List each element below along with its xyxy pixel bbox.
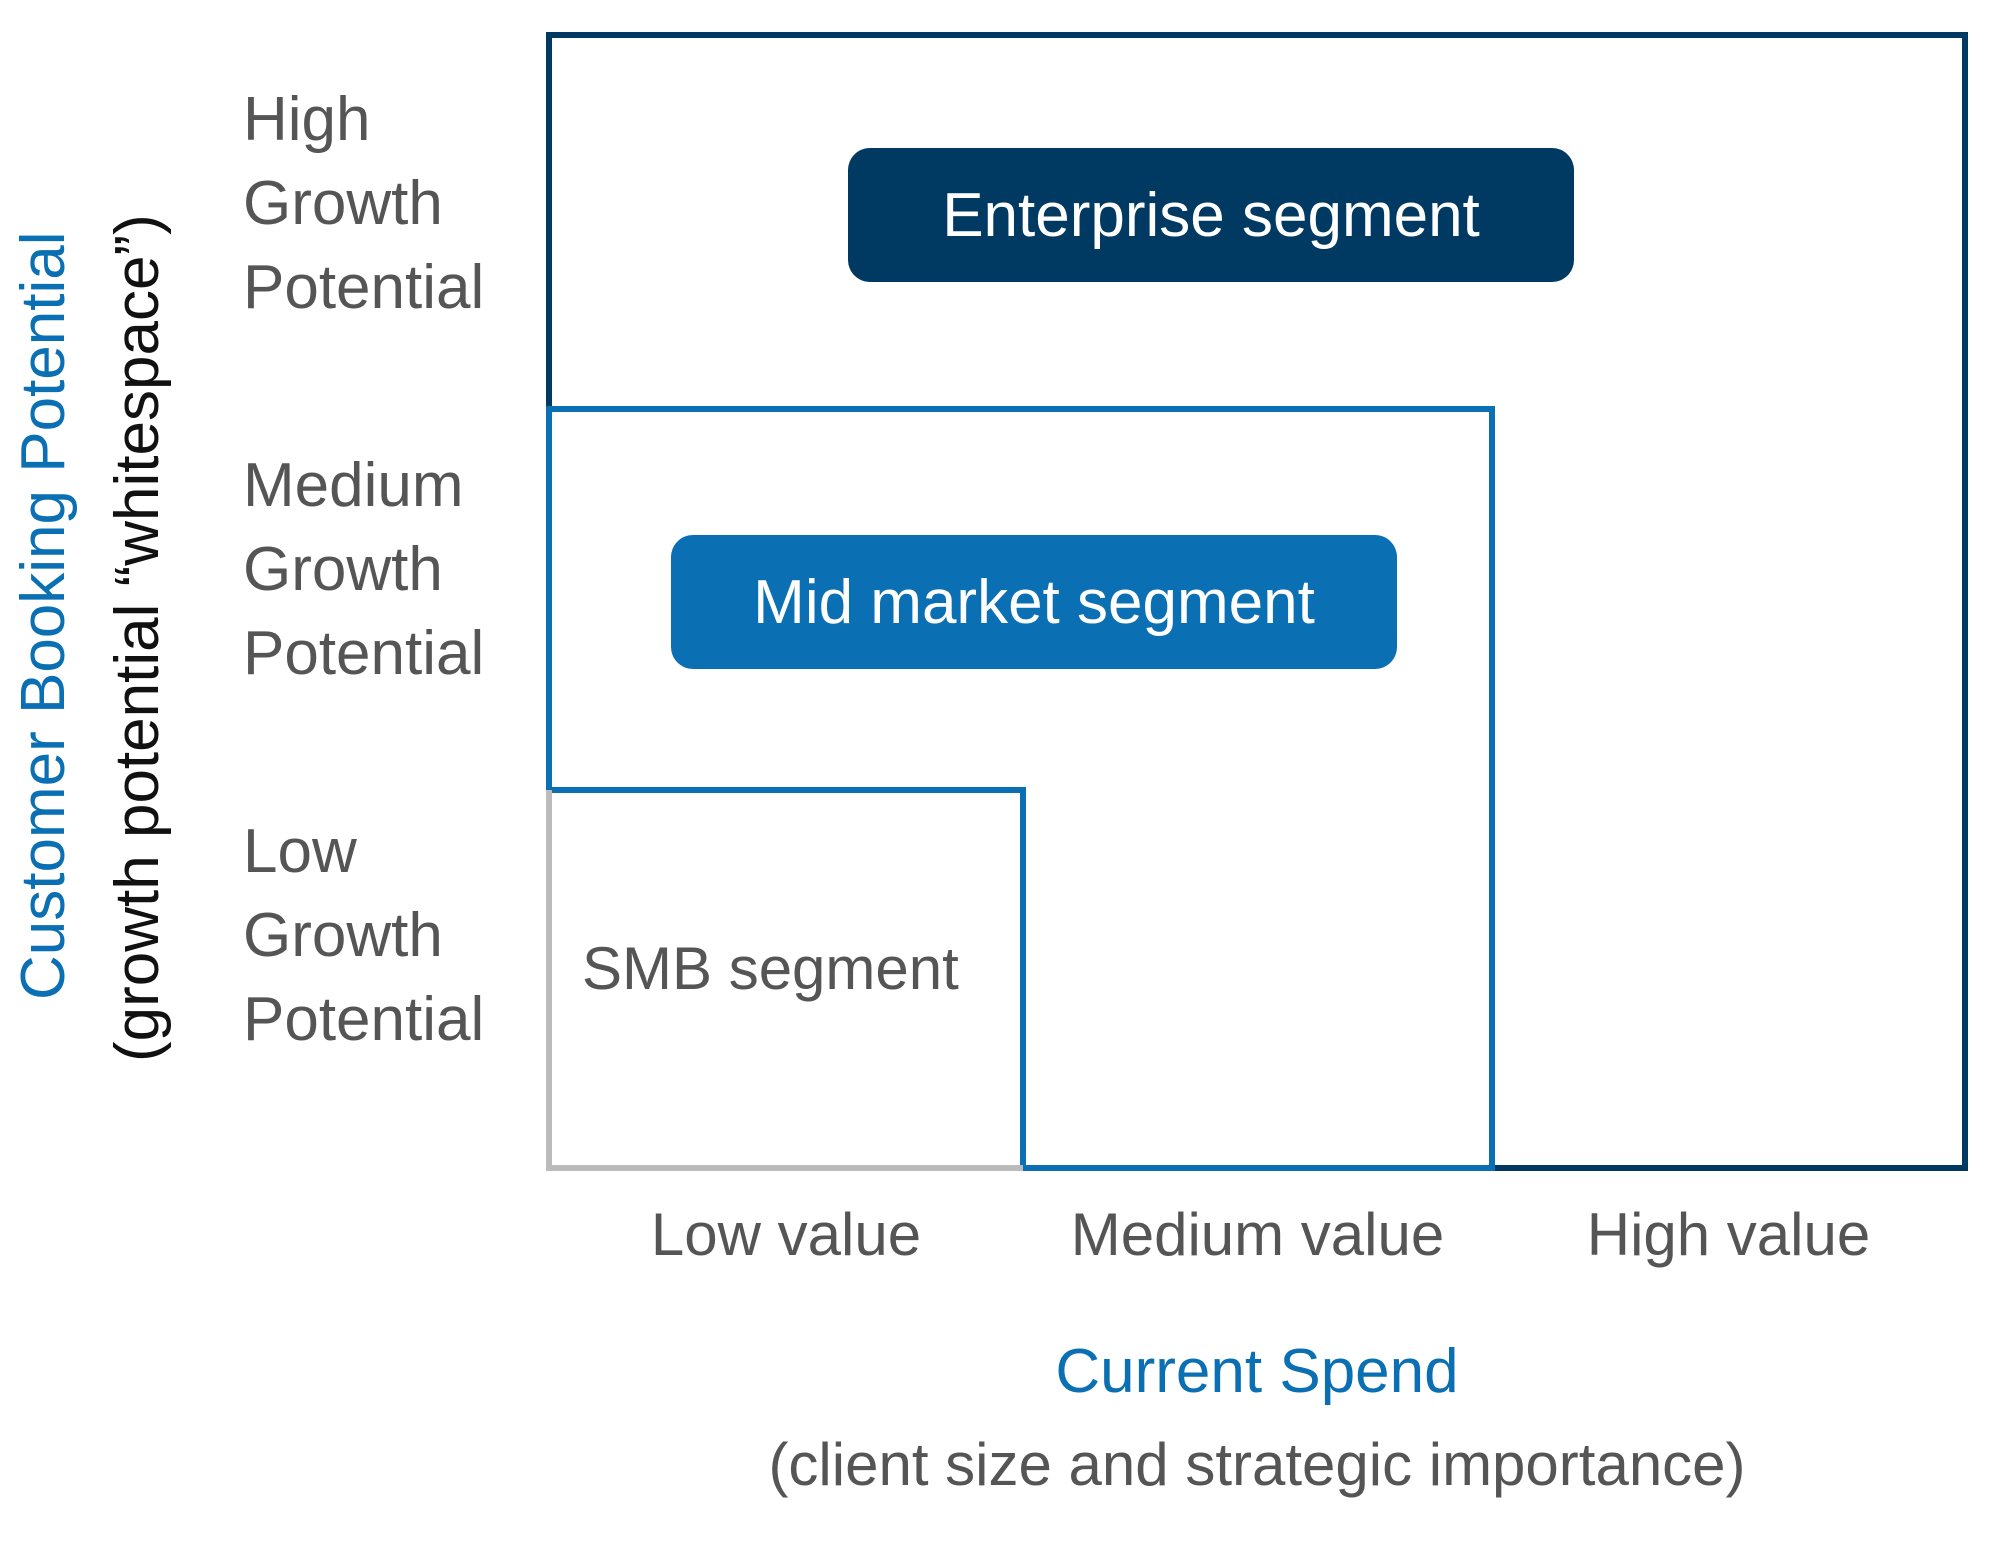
column-label-medium-value: Medium value <box>1070 1201 1445 1268</box>
mid-market-segment-label: Mid market segment <box>671 535 1397 669</box>
y-axis-title: Customer Booking Potential <box>9 231 78 1000</box>
row-medium-line2: Growth <box>243 535 443 604</box>
row-low-line2: Growth <box>243 901 443 970</box>
x-axis-title: Current Spend <box>1055 1337 1459 1406</box>
y-axis-subtitle: (growth potential “whitespace”) <box>103 214 172 1062</box>
row-medium-line1: Medium <box>243 451 464 520</box>
mid-market-region-outline <box>546 406 1495 1171</box>
column-label-low-value: Low value <box>650 1201 922 1268</box>
enterprise-segment-label: Enterprise segment <box>848 148 1574 282</box>
row-high-line2: Growth <box>243 169 443 238</box>
column-label-high-value: High value <box>1586 1201 1871 1268</box>
row-label-low: Low Growth Potential <box>243 810 484 1062</box>
row-high-line3: Potential <box>243 253 485 322</box>
row-low-line3: Potential <box>243 985 485 1054</box>
x-axis-subtitle: (client size and strategic importance) <box>768 1431 1746 1498</box>
smb-region-outline <box>546 790 1023 1171</box>
row-label-medium: Medium Growth Potential <box>243 444 484 696</box>
row-label-high: High Growth Potential <box>243 78 484 330</box>
row-low-line1: Low <box>243 817 357 886</box>
smb-segment-label: SMB segment <box>582 935 959 1002</box>
row-high-line1: High <box>243 85 371 154</box>
row-medium-line3: Potential <box>243 619 485 688</box>
